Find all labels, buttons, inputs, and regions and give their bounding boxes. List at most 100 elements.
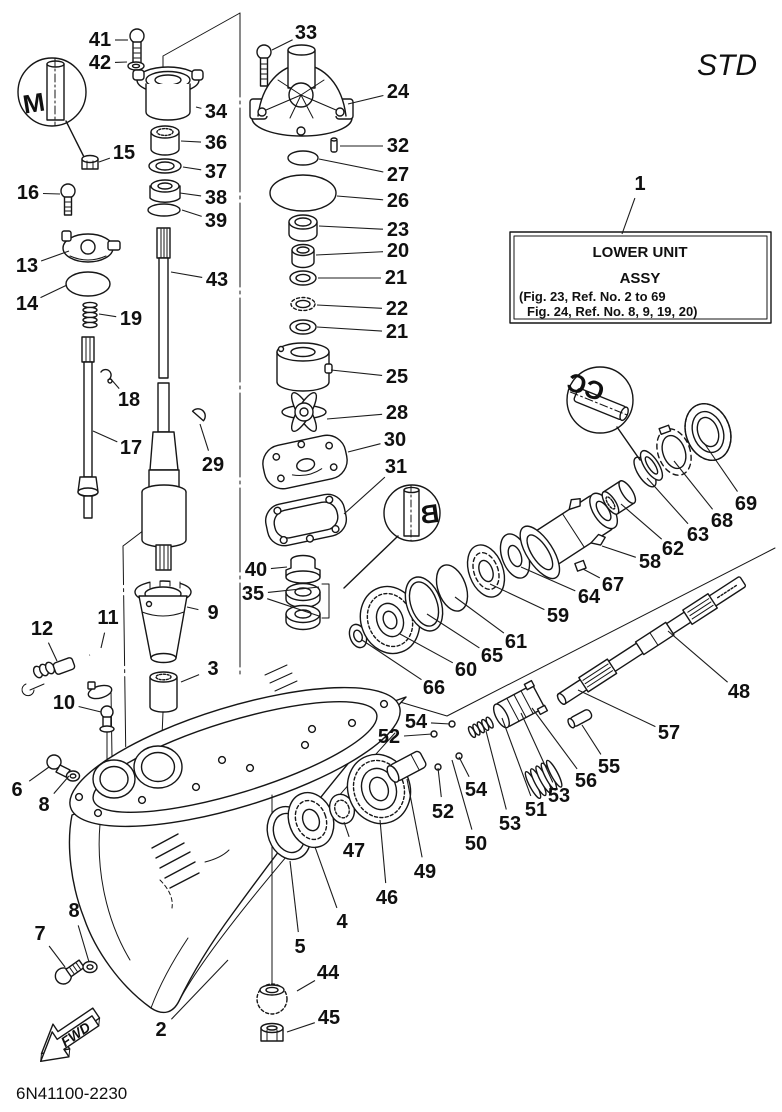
part-36-needle-bearing <box>150 125 180 156</box>
callout-41: 41 <box>89 29 111 51</box>
callout-9: 9 <box>207 602 218 624</box>
part-69-ring-nut <box>684 403 732 461</box>
leader-line <box>78 705 102 713</box>
part-30-outer-plate <box>262 434 348 490</box>
magnifier-mark-m: M <box>21 87 47 120</box>
callout-62: 62 <box>662 538 684 560</box>
part-17-shift-rod <box>77 336 99 519</box>
callout-12: 12 <box>31 618 53 640</box>
callout-16: 16 <box>17 182 39 204</box>
leader-line <box>109 377 120 389</box>
part-7-drain-screw <box>54 959 85 985</box>
part-41-bolt <box>129 28 145 65</box>
callout-28: 28 <box>386 402 408 424</box>
part-21-washer-lower <box>289 319 317 335</box>
leader-line <box>92 430 118 443</box>
callout-6: 6 <box>11 779 22 801</box>
callout-8: 8 <box>38 794 49 816</box>
callout-11: 11 <box>97 607 118 629</box>
callout-55: 55 <box>598 756 620 778</box>
callout-17: 17 <box>120 437 142 459</box>
leader-line <box>286 1022 315 1033</box>
callout-53: 53 <box>548 785 570 807</box>
callout-34: 34 <box>205 101 228 123</box>
leader-line <box>271 39 293 51</box>
magnifier-detail-top-left: M <box>17 57 87 158</box>
part-34-oil-seal-housing <box>132 66 204 121</box>
variant-label: STD <box>697 49 757 82</box>
callout-66: 66 <box>423 677 445 699</box>
callout-2: 2 <box>155 1019 166 1041</box>
part-15-nut <box>81 154 99 170</box>
callout-40: 40 <box>245 559 267 581</box>
fwd-arrow: FWD <box>39 1007 101 1063</box>
callout-22: 22 <box>386 298 408 320</box>
leader-line <box>315 251 384 256</box>
leader-line <box>520 566 576 592</box>
callout-67: 67 <box>602 574 624 596</box>
drawing-number: 6N41100-2230 <box>16 1084 127 1103</box>
callout-37: 37 <box>205 161 227 183</box>
leader-line <box>581 724 602 755</box>
leader-line <box>406 778 423 858</box>
part-24-water-pump-housing <box>249 44 354 137</box>
callout-30: 30 <box>384 429 406 451</box>
leader-line <box>181 209 202 217</box>
callout-15: 15 <box>113 142 135 164</box>
box-note-line1: (Fig. 23, Ref. No. 2 to 69 <box>519 289 666 304</box>
part-48-propeller-shaft <box>556 576 747 705</box>
callout-61: 61 <box>505 631 527 653</box>
leader-line <box>170 271 203 278</box>
part-53-spring <box>467 716 494 739</box>
part-13-shift-cam <box>61 230 121 263</box>
callout-45: 45 <box>318 1007 340 1029</box>
callout-18: 18 <box>118 389 140 411</box>
part-25-insert-cartridge <box>276 342 333 392</box>
leader-line <box>577 689 656 728</box>
leader-line <box>296 980 316 992</box>
callout-58: 58 <box>639 551 661 573</box>
leader-line <box>180 140 202 143</box>
leader-line <box>289 860 299 933</box>
part-42-washer <box>127 61 145 71</box>
leader-line <box>458 756 470 777</box>
part-63-oil-seals <box>633 449 664 488</box>
leader-line <box>501 717 532 797</box>
part-2-lower-casing <box>68 664 407 1014</box>
leader-line <box>316 326 383 332</box>
leader-line <box>98 313 117 318</box>
callout-20: 20 <box>387 240 409 262</box>
part-20-collar <box>291 243 315 269</box>
callout-46: 46 <box>376 887 398 909</box>
leader-line <box>267 598 320 617</box>
leader-line <box>48 945 66 968</box>
callout-52: 52 <box>378 726 400 748</box>
part-18-clip <box>100 368 113 384</box>
assembly-note-box: LOWER UNIT ASSY (Fig. 23, Ref. No. 2 to … <box>509 231 772 324</box>
callout-53: 53 <box>499 813 521 835</box>
leader-line <box>42 192 61 195</box>
callout-57: 57 <box>658 722 680 744</box>
callout-36: 36 <box>205 132 227 154</box>
leader-line <box>621 197 636 235</box>
callout-33: 33 <box>295 22 317 44</box>
leader-line <box>673 460 714 510</box>
leader-line <box>531 707 578 770</box>
leader-line <box>316 304 383 309</box>
leader-line <box>47 642 58 662</box>
part-37-washer <box>148 158 182 174</box>
leader-line <box>179 192 202 197</box>
leader-line <box>485 730 507 810</box>
part-59-ball-bearing <box>466 544 506 598</box>
callout-27: 27 <box>387 164 409 186</box>
part-4-taper-bearing <box>287 791 335 849</box>
callout-8: 8 <box>68 900 79 922</box>
leader-line <box>437 767 442 798</box>
callout-52: 52 <box>432 801 454 823</box>
leader-line <box>667 630 728 683</box>
magnifier-detail-middle: B <box>343 484 441 589</box>
leader-line <box>330 369 383 376</box>
part-32-pin <box>330 137 338 153</box>
leader-line <box>399 633 454 664</box>
